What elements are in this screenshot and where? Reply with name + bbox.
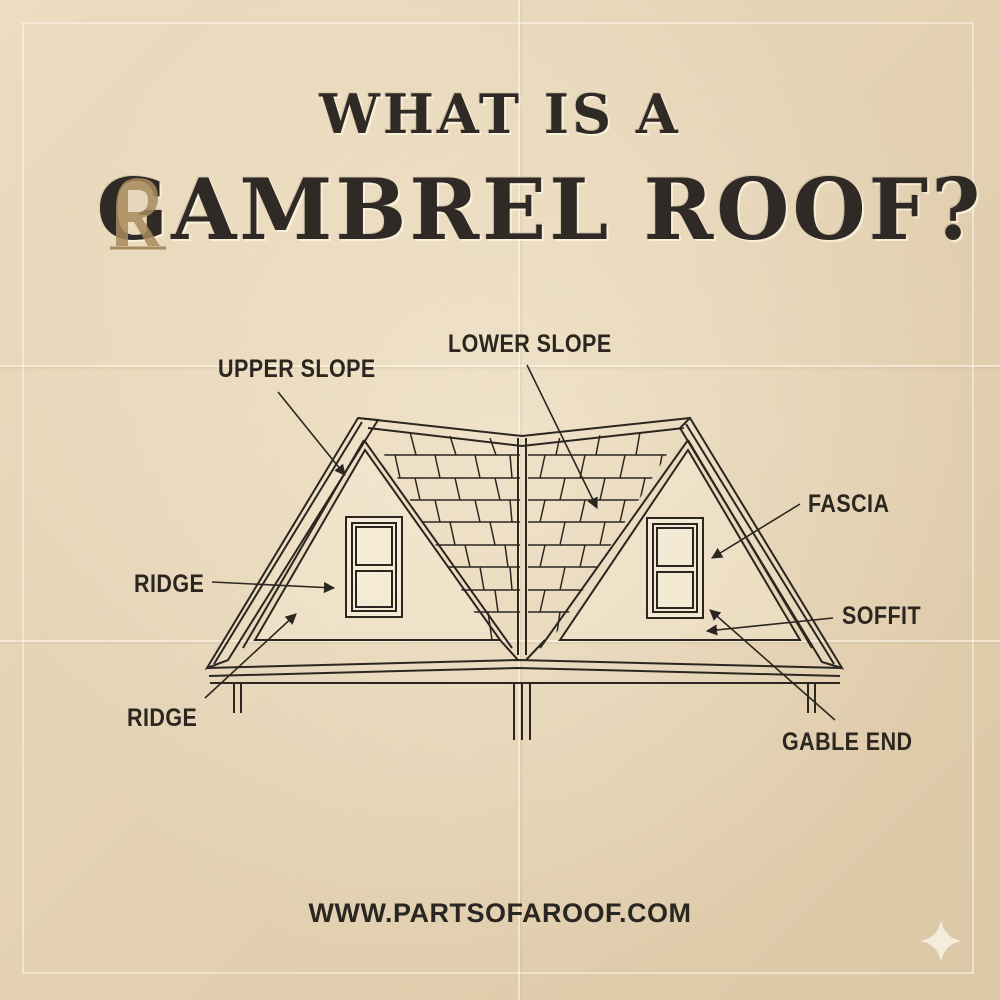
arrow-lower-slope (526, 364, 598, 510)
label-ridge-bottom: RIDGE (127, 704, 198, 732)
label-upper-slope: UPPER SLOPE (218, 355, 376, 383)
label-lower-slope: LOWER SLOPE (448, 330, 612, 358)
paper-border (22, 22, 974, 974)
label-gable-end: GABLE END (782, 728, 913, 756)
right-window (646, 517, 704, 619)
label-soffit: SOFFIT (842, 602, 922, 630)
arrow-fascia (711, 503, 801, 559)
arrow-ridge-top (211, 581, 336, 594)
title-line-1: WHAT IS A (319, 82, 681, 146)
fold-line-horizontal-upper (0, 365, 1000, 367)
arrow-soffit (705, 617, 834, 636)
sparkle-icon (920, 920, 962, 962)
house-logo-icon (110, 178, 166, 250)
arrow-gable-end (709, 609, 836, 721)
arrow-upper-slope (277, 391, 346, 476)
website-url: WWW.PARTSOFAROOF.COM (308, 898, 692, 928)
label-fascia: FASCIA (808, 490, 890, 518)
label-ridge-top: RIDGE (134, 570, 205, 598)
arrow-ridge-bottom (204, 613, 297, 699)
title-line-2: GAMBREL ROOF? (96, 160, 984, 259)
left-window (345, 516, 403, 618)
